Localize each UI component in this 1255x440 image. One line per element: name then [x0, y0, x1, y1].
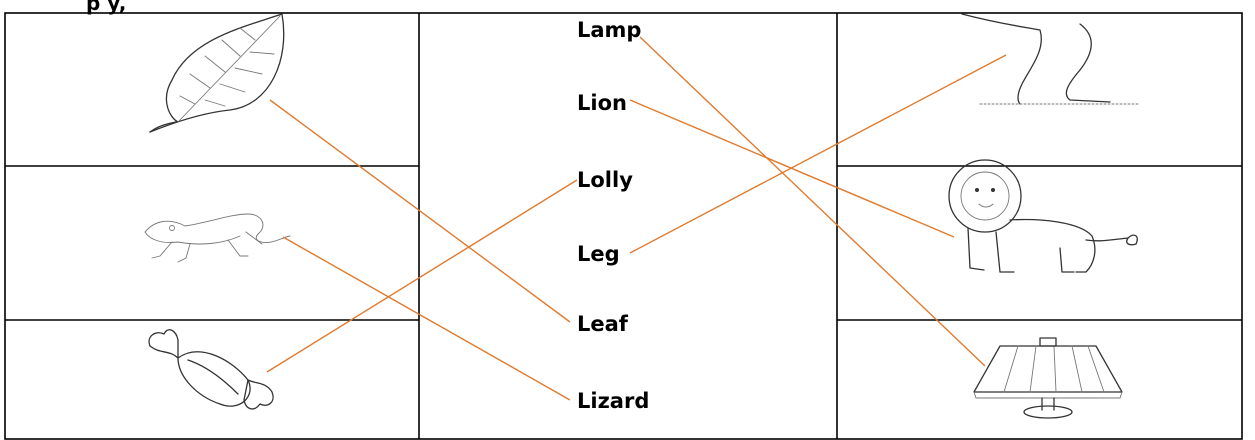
heading-fragment: p y, — [86, 0, 126, 15]
worksheet-table — [4, 12, 1243, 440]
match-line-lion — [629, 99, 955, 238]
lizard-picture — [144, 213, 291, 263]
match-line-leaf — [269, 99, 571, 323]
word-lolly[interactable]: Lolly — [577, 168, 633, 192]
matching-lines — [266, 36, 1007, 401]
lion-picture — [948, 159, 1138, 273]
match-line-lolly — [266, 179, 578, 373]
match-line-leg — [629, 54, 1007, 254]
match-line-lizard — [282, 236, 571, 401]
word-lion[interactable]: Lion — [577, 91, 627, 115]
match-line-lamp — [639, 36, 986, 367]
word-leaf[interactable]: Leaf — [577, 312, 629, 336]
word-leg[interactable]: Leg — [577, 242, 620, 266]
word-list: Lamp Lion Lolly Leg Leaf Lizard — [577, 18, 649, 413]
leg-picture — [961, 13, 1141, 105]
lolly-picture — [148, 329, 274, 410]
lamp-picture — [973, 337, 1123, 419]
word-lamp[interactable]: Lamp — [577, 18, 641, 42]
leaf-picture — [149, 13, 285, 133]
word-lizard[interactable]: Lizard — [577, 389, 649, 413]
